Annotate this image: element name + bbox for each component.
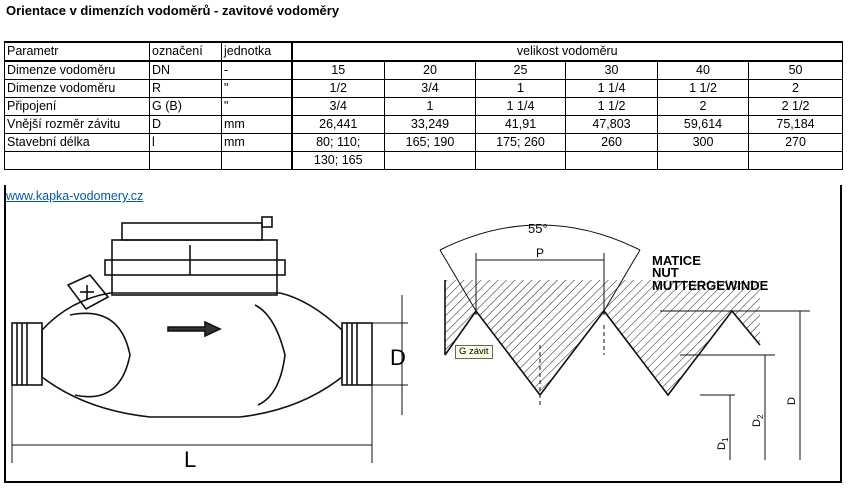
cell-value: 75,184 bbox=[747, 115, 844, 134]
cell-value: 130; 165 bbox=[290, 151, 385, 170]
table-body: Parametr označení jednotka velikost vodo… bbox=[4, 41, 844, 170]
cell-value: 2 bbox=[657, 97, 749, 116]
valve-cap-shape bbox=[66, 274, 110, 311]
cell-parametr bbox=[4, 151, 150, 170]
cell-oznaceni: D bbox=[149, 115, 222, 134]
cell-value bbox=[475, 151, 566, 170]
cell-value: 2 1/2 bbox=[747, 97, 844, 116]
counter-housing-shape bbox=[111, 239, 278, 296]
cell-value: 41,91 bbox=[475, 115, 566, 134]
cell-parametr: Vnější rozměr závitu bbox=[4, 115, 150, 134]
nut-label-de: MUTTERGEWINDE bbox=[652, 278, 769, 293]
cell-value: 50 bbox=[747, 60, 844, 80]
header-jednotka: jednotka bbox=[221, 41, 292, 62]
table-row: 130; 165 bbox=[4, 151, 844, 170]
nut-label-cz: MATICE bbox=[652, 253, 701, 268]
cell-value bbox=[747, 151, 844, 170]
cell-jednotka: mm bbox=[221, 115, 292, 134]
cell-value: 1 bbox=[475, 79, 566, 98]
cell-jednotka bbox=[221, 151, 292, 170]
cell-value: 20 bbox=[384, 60, 476, 80]
cell-value bbox=[565, 151, 658, 170]
cell-oznaceni: l bbox=[149, 133, 222, 152]
cell-oznaceni: DN bbox=[149, 60, 222, 80]
cell-jednotka: mm bbox=[221, 133, 292, 152]
cell-value: 1/2 bbox=[290, 79, 385, 98]
cell-value: 1 1/4 bbox=[475, 97, 566, 116]
nut-label-en: NUT bbox=[652, 265, 679, 280]
meter-label-l: L bbox=[184, 447, 196, 472]
dim-label-d: D bbox=[786, 397, 798, 405]
header-parametr: Parametr bbox=[4, 41, 150, 62]
cell-parametr: Dimenze vodoměru bbox=[4, 79, 150, 98]
page-title: Orientace v dimenzích vodoměrů - zavitov… bbox=[6, 3, 340, 18]
cell-jednotka: " bbox=[221, 79, 292, 98]
cell-value: 1 1/2 bbox=[565, 97, 658, 116]
cell-oznaceni bbox=[149, 151, 222, 170]
cell-value: 175; 260 bbox=[475, 133, 566, 152]
cell-value: 1 1/4 bbox=[565, 79, 658, 98]
cell-value: 30 bbox=[565, 60, 658, 80]
cell-oznaceni: R bbox=[149, 79, 222, 98]
thread-pitch-label: P bbox=[536, 246, 544, 260]
cell-value: 25 bbox=[475, 60, 566, 80]
cell-parametr: Připojení bbox=[4, 97, 150, 116]
cell-value: 1 1/2 bbox=[657, 79, 749, 98]
cell-value: 33,249 bbox=[384, 115, 476, 134]
cell-jednotka: " bbox=[221, 97, 292, 116]
website-link[interactable]: www.kapka-vodomery.cz bbox=[6, 189, 144, 203]
cell-value: 260 bbox=[565, 133, 658, 152]
thread-profile-drawing: 55° P MATICE NUT MUTTERGEWINDE D D2 D1 bbox=[439, 221, 810, 460]
water-meter-drawing: D L bbox=[11, 216, 408, 472]
cell-value: 15 bbox=[290, 60, 385, 80]
cell-value: 40 bbox=[657, 60, 749, 80]
nut-hatch-shape bbox=[445, 280, 760, 395]
dim-label-d1: D1 bbox=[716, 437, 730, 450]
cell-value: 2 bbox=[747, 79, 844, 98]
cell-value: 80; 110; bbox=[290, 133, 385, 152]
header-oznaceni: označení bbox=[149, 41, 222, 62]
cell-value bbox=[657, 151, 749, 170]
cell-value: 270 bbox=[747, 133, 844, 152]
cell-value: 47,803 bbox=[565, 115, 658, 134]
cell-value: 59,614 bbox=[657, 115, 749, 134]
meter-body-shape bbox=[41, 292, 343, 418]
cell-value: 165; 190 bbox=[384, 133, 476, 152]
thread-angle-label: 55° bbox=[528, 221, 548, 236]
cell-value: 3/4 bbox=[384, 79, 476, 98]
dim-label-d2: D2 bbox=[751, 414, 765, 427]
table-header-row: Parametr označení jednotka velikost vodo… bbox=[4, 41, 844, 62]
meter-label-d: D bbox=[390, 345, 406, 370]
cell-jednotka: - bbox=[221, 60, 292, 80]
meter-dimension-table: Parametr označení jednotka velikost vodo… bbox=[4, 41, 844, 170]
header-velikost: velikost vodoměru bbox=[290, 41, 844, 62]
thread-tooltip: G závit bbox=[455, 345, 493, 359]
cell-value: 1 bbox=[384, 97, 476, 116]
cell-value: 26,441 bbox=[290, 115, 385, 134]
cell-oznaceni: G (B) bbox=[149, 97, 222, 116]
cell-value: 3/4 bbox=[290, 97, 385, 116]
cell-value bbox=[384, 151, 476, 170]
cell-parametr: Dimenze vodoměru bbox=[4, 60, 150, 80]
flow-arrow-icon bbox=[167, 320, 222, 338]
cell-value: 300 bbox=[657, 133, 749, 152]
cell-parametr: Stavební délka bbox=[4, 133, 150, 152]
